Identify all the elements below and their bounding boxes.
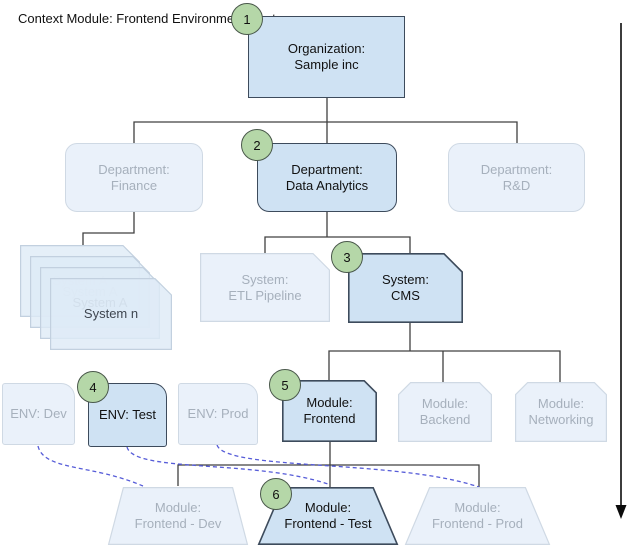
node-env-dev[interactable]: ENV: Dev <box>2 383 75 445</box>
step-badge-5[interactable]: 5 <box>269 369 301 401</box>
node-system-etl[interactable]: System: ETL Pipeline <box>200 253 330 322</box>
dashed-link-dev <box>37 445 144 487</box>
dashed-link-test <box>126 446 329 485</box>
connector-finance-systems <box>82 212 135 245</box>
node-dept-data-analytics[interactable]: Department: Data Analytics <box>257 143 397 212</box>
node-organization-label: Organization: Sample inc <box>287 41 366 72</box>
node-dept-rnd[interactable]: Department: R&D <box>448 143 585 212</box>
step-badge-6[interactable]: 6 <box>260 478 292 510</box>
step-badge-1[interactable]: 1 <box>231 3 263 35</box>
node-module-frontend-prod[interactable]: Module: Frontend - Prod <box>404 487 551 545</box>
vertical-flow-arrow <box>615 23 627 519</box>
node-dept-finance-label: Department: Finance <box>98 161 170 193</box>
step-badge-2[interactable]: 2 <box>241 129 273 161</box>
node-module-networking[interactable]: Module: Networking <box>515 382 607 442</box>
node-system-cms[interactable]: System: CMS <box>348 253 463 323</box>
connector-org-departments <box>133 98 518 143</box>
node-env-prod[interactable]: ENV: Prod <box>178 383 258 445</box>
step-badge-4[interactable]: 4 <box>77 371 109 403</box>
context-title: Context <box>18 11 63 26</box>
step-badge-3[interactable]: 3 <box>331 241 363 273</box>
node-env-prod-label: ENV: Prod <box>187 406 249 421</box>
dashed-link-prod <box>216 444 480 488</box>
node-dept-rnd-label: Department: R&D <box>480 161 553 193</box>
connector-da-systems <box>264 212 411 253</box>
node-module-backend[interactable]: Module: Backend <box>398 382 492 442</box>
node-system-stack-n[interactable]: System n <box>50 278 172 350</box>
node-env-dev-label: ENV: Dev <box>10 406 67 421</box>
node-dept-finance[interactable]: Department: Finance <box>65 143 203 212</box>
connector-cms-modules <box>328 323 561 382</box>
node-organization[interactable]: Organization: Sample inc <box>248 16 405 98</box>
node-module-frontend-dev[interactable]: Module: Frontend - Dev <box>107 487 249 545</box>
context-module: Module: Frontend <box>66 11 169 26</box>
connector-frontend-variants <box>177 442 480 487</box>
node-dept-data-analytics-label: Department: Data Analytics <box>285 161 369 193</box>
